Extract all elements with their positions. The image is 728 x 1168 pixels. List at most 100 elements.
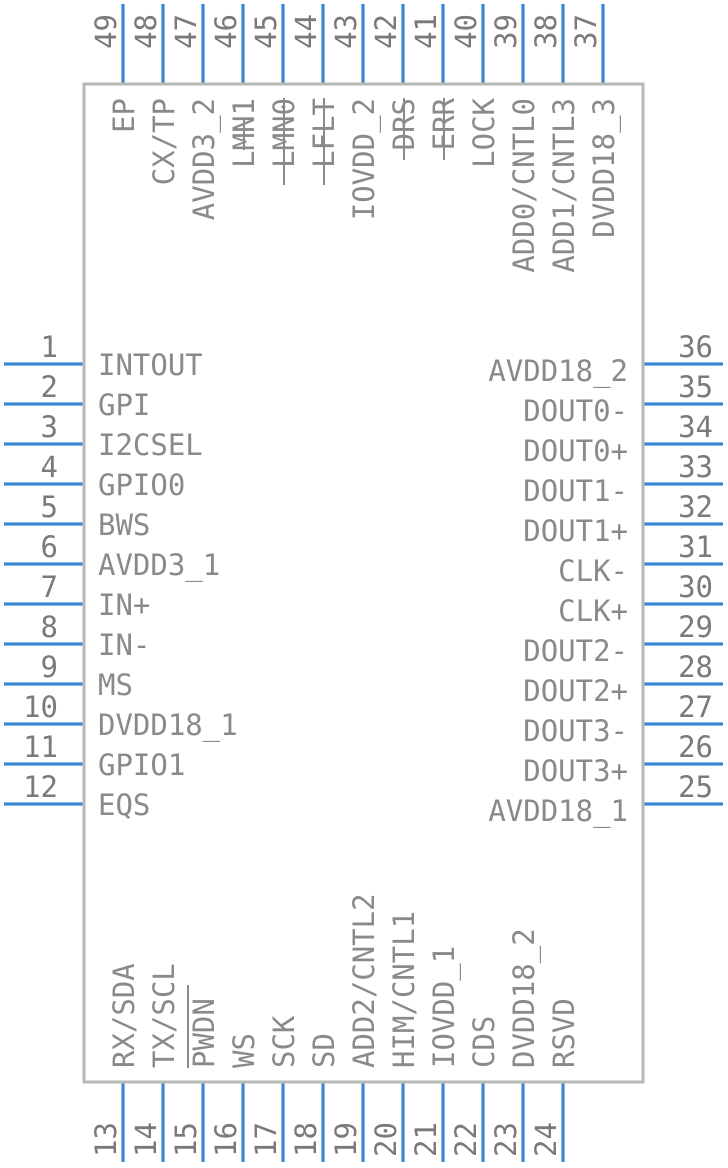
pin-number-40: 40 [449, 14, 483, 49]
pin-label-i2csel: I2CSEL [98, 428, 203, 462]
pin-label-sd: SD [307, 1033, 341, 1068]
pin-label-dout1: DOUT1- [523, 474, 628, 508]
pin-number-29: 29 [678, 610, 713, 644]
pin-label-ws: WS [227, 1033, 261, 1068]
overlines [187, 98, 445, 1068]
pin-label-dout2: DOUT2- [523, 634, 628, 668]
pin-label-dout3: DOUT3- [523, 714, 628, 748]
pin-label-dout0: DOUT0- [523, 394, 628, 428]
pin-number-17: 17 [249, 1122, 283, 1157]
pin-number-45: 45 [249, 14, 283, 49]
pin-label-tx-scl: TX/SCL [147, 963, 181, 1068]
pin-number-30: 30 [678, 570, 713, 604]
pin-label-clk: CLK+ [558, 594, 628, 628]
pins-right: 36 35 34 33 32 31 30 29 28 27 26 25 [643, 330, 723, 806]
pin-number-10: 10 [23, 690, 58, 724]
pin-number-21: 21 [409, 1122, 443, 1157]
pin-label-dout1: DOUT1+ [523, 514, 628, 548]
pin-number-44: 44 [289, 14, 323, 49]
pin-number-15: 15 [169, 1122, 203, 1157]
pin-number-43: 43 [329, 14, 363, 49]
pin-label-dout2: DOUT2+ [523, 674, 628, 708]
pin-label-ep: EP [107, 98, 141, 133]
pin-label-add1-cntl3: ADD1/CNTL3 [547, 98, 581, 273]
pin-number-25: 25 [678, 770, 713, 804]
pin-number-16: 16 [209, 1122, 243, 1157]
pin-number-5: 5 [41, 490, 58, 524]
pin-label-bws: BWS [98, 508, 150, 542]
pin-label-cds: CDS [467, 1016, 501, 1068]
pin-label-cx-tp: CX/TP [147, 98, 181, 185]
pin-label-avdd3-2: AVDD3_2 [187, 98, 222, 220]
pin-number-2: 2 [41, 370, 58, 404]
pin-number-23: 23 [489, 1122, 523, 1157]
pin-label-clk: CLK- [558, 554, 628, 588]
pin-number-14: 14 [129, 1122, 163, 1157]
pin-number-11: 11 [23, 730, 58, 764]
pin-label-rx-sda: RX/SDA [107, 963, 141, 1068]
pin-number-47: 47 [169, 14, 203, 49]
pin-number-4: 4 [41, 450, 58, 484]
pin-label-dvdd18-2: DVDD18_2 [507, 928, 542, 1068]
pin-number-41: 41 [409, 14, 443, 49]
pin-number-48: 48 [129, 14, 163, 49]
pin-number-38: 38 [529, 14, 563, 49]
pin-label-gpio1: GPIO1 [98, 748, 185, 782]
pin-number-31: 31 [678, 530, 713, 564]
pin-label-dvdd18-1: DVDD18_1 [98, 708, 238, 743]
pin-number-20: 20 [369, 1122, 403, 1157]
pin-number-49: 49 [89, 14, 123, 49]
pin-label-him-cntl1: HIM/CNTL1 [387, 911, 421, 1068]
pin-label-sck: SCK [267, 1015, 301, 1068]
pin-label-dvdd18-3: DVDD18_3 [587, 98, 622, 238]
pin-number-33: 33 [678, 450, 713, 484]
pin-label-rsvd: RSVD [547, 998, 581, 1068]
pin-number-24: 24 [529, 1122, 563, 1157]
pin-number-37: 37 [569, 14, 603, 49]
pin-label-in: IN- [98, 628, 150, 662]
pin-number-35: 35 [678, 370, 713, 404]
pin-label-eqs: EQS [98, 788, 150, 822]
pin-number-28: 28 [678, 650, 713, 684]
pin-number-22: 22 [449, 1122, 483, 1157]
pin-number-6: 6 [41, 530, 58, 564]
pin-number-13: 13 [89, 1122, 123, 1157]
pin-number-32: 32 [678, 490, 713, 524]
pin-number-9: 9 [41, 650, 58, 684]
pin-label-add0-cntl0: ADD0/CNTL0 [507, 98, 541, 273]
pin-label-iovdd-2: IOVDD_2 [347, 98, 382, 220]
pin-label-add2-cntl2: ADD2/CNTL2 [347, 893, 381, 1068]
pin-number-36: 36 [678, 330, 713, 364]
pin-label-gpio0: GPIO0 [98, 468, 185, 502]
pin-number-42: 42 [369, 14, 403, 49]
pin-number-1: 1 [41, 330, 58, 364]
pin-number-7: 7 [41, 570, 58, 604]
pin-label-ms: MS [98, 668, 133, 702]
pin-label-gpi: GPI [98, 388, 150, 422]
pin-number-12: 12 [23, 770, 58, 804]
pin-label-in: IN+ [98, 588, 150, 622]
pin-label-avdd18-1: AVDD18_1 [488, 794, 628, 829]
pin-number-26: 26 [678, 730, 713, 764]
pin-number-18: 18 [289, 1122, 323, 1157]
pin-label-dout0: DOUT0+ [523, 434, 628, 468]
pin-number-8: 8 [41, 610, 58, 644]
pin-number-39: 39 [489, 14, 523, 49]
pin-number-34: 34 [678, 410, 713, 444]
pin-label-avdd18-2: AVDD18_2 [488, 354, 628, 389]
pin-number-46: 46 [209, 14, 243, 49]
pin-number-27: 27 [678, 690, 713, 724]
pin-number-19: 19 [329, 1122, 363, 1157]
pin-label-iovdd-1: IOVDD_1 [427, 946, 462, 1068]
pin-label-intout: INTOUT [98, 348, 203, 382]
pin-label-avdd3-1: AVDD3_1 [98, 548, 220, 583]
pin-label-pwdn: PWDN [187, 998, 221, 1068]
pin-label-dout3: DOUT3+ [523, 754, 628, 788]
ic-body [82, 82, 645, 1084]
pin-label-lock: LOCK [467, 97, 501, 167]
